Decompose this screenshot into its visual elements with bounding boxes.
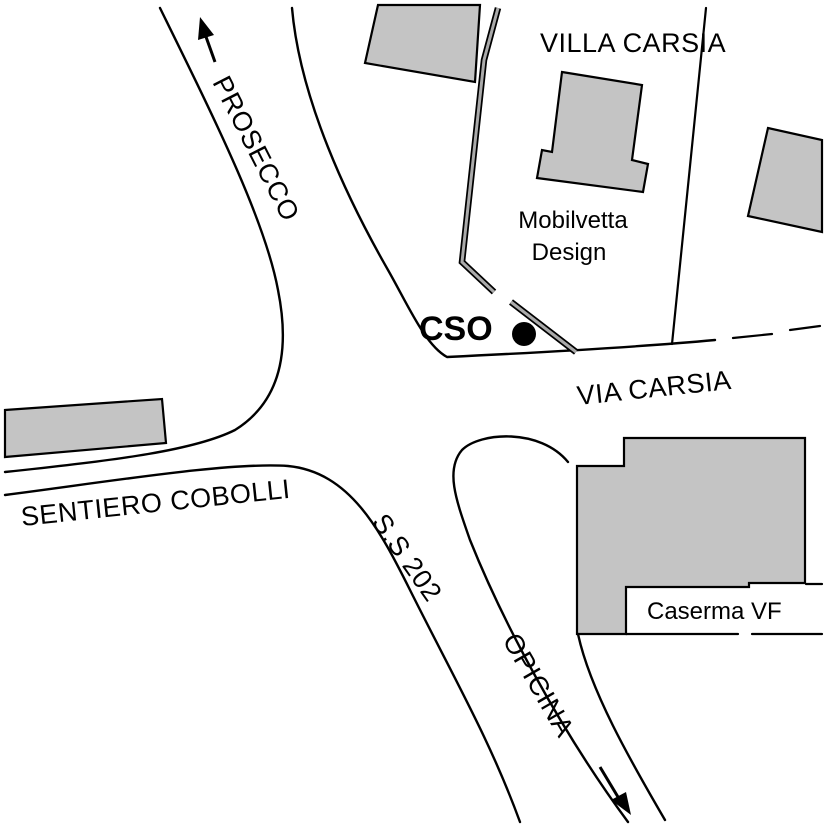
arrow-up-icon	[198, 17, 217, 63]
building-left	[3, 397, 168, 459]
building-caserma-vf	[575, 436, 807, 636]
wall-fill	[460, 7, 500, 294]
label-opicina: OPICINA	[497, 628, 580, 742]
property-lines	[458, 6, 708, 355]
arrow-down-icon	[598, 766, 631, 815]
label-cso: CSO	[419, 310, 493, 348]
label-mobilvetta-line2: Design	[532, 239, 607, 266]
label-via-carsia: VIA CARSIA	[575, 365, 732, 411]
building-top-center	[363, 3, 482, 84]
label-ss202: S.S 202	[366, 508, 448, 607]
wall-gate-side-fill	[510, 300, 577, 354]
property-line-villa-carsia	[670, 6, 708, 346]
road-opicina-east-edge	[576, 632, 667, 822]
label-villa-carsia: VILLA CARSIA	[540, 28, 726, 58]
location-dot-icon	[512, 322, 536, 346]
road-via-carsia-dash-2	[788, 324, 822, 332]
label-sentiero-cobolli: SENTIERO COBOLLI	[19, 474, 291, 532]
road-prosecco-east-edge	[290, 6, 717, 359]
road-via-carsia-dash-1	[731, 332, 774, 340]
roads	[3, 6, 824, 824]
road-prosecco-west-edge	[3, 6, 285, 474]
road-opicina-west-edge	[452, 435, 630, 824]
building-right-edge	[746, 126, 824, 234]
label-prosecco: PROSECCO	[207, 71, 306, 226]
building-villa-carsia	[535, 70, 650, 194]
label-mobilvetta-line1: Mobilvetta	[518, 207, 628, 234]
buildings	[3, 3, 824, 636]
road-sentiero-cobolli-south-edge	[3, 464, 522, 824]
label-caserma-vf: Caserma VF	[647, 598, 782, 625]
